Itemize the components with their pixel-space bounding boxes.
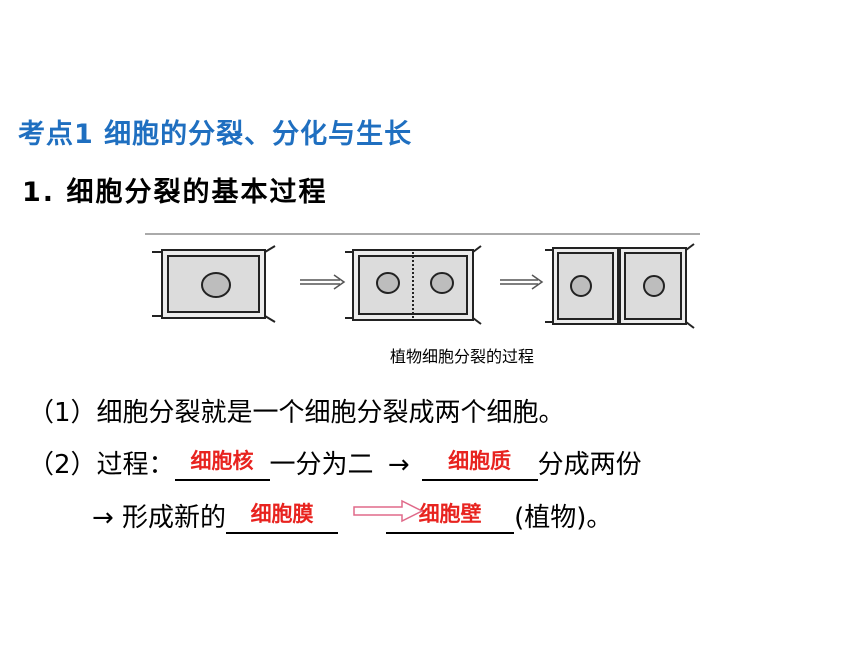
cell-stage-2 (345, 245, 482, 325)
point-2: （2）过程： 细胞核一分为二 → 细胞质 分成两份 (28, 444, 642, 481)
blank-4: 细胞壁 (386, 502, 515, 534)
hollow-arrow-icon (353, 499, 424, 523)
cell-division-figure (145, 233, 700, 329)
figure-caption: 植物细胞分裂的过程 (390, 347, 535, 366)
arrow-1 (300, 274, 346, 290)
arrow-2 (500, 274, 544, 290)
arrow-symbol: → (387, 450, 410, 480)
cell-stage-1 (152, 245, 276, 323)
cell-stage-3 (545, 243, 695, 329)
answer-nucleus: 细胞核 (190, 449, 254, 473)
answer-cell-membrane: 细胞膜 (250, 502, 314, 526)
blank-1: 细胞核 (174, 449, 270, 481)
point-3-prefix: → 形成新的 (92, 503, 227, 533)
answer-cytoplasm: 细胞质 (448, 449, 512, 473)
point-3-suffix: (植物)。 (514, 503, 613, 533)
answer-cell-wall: 细胞壁 (418, 502, 482, 526)
point-2-suffix: 分成两份 (537, 450, 642, 480)
section-heading: 考点1 细胞的分裂、分化与生长 (18, 119, 413, 150)
point-3: → 形成新的细胞膜 细胞壁 (植物)。 (92, 497, 612, 534)
point-1: （1）细胞分裂就是一个细胞分裂成两个细胞。 (28, 398, 565, 428)
subheading: 1. 细胞分裂的基本过程 (22, 177, 328, 208)
point-2-prefix: （2）过程： (28, 450, 175, 480)
point-2-mid: 一分为二 (269, 450, 382, 480)
blank-3: 细胞膜 (226, 502, 339, 534)
blank-2: 细胞质 (421, 449, 538, 481)
